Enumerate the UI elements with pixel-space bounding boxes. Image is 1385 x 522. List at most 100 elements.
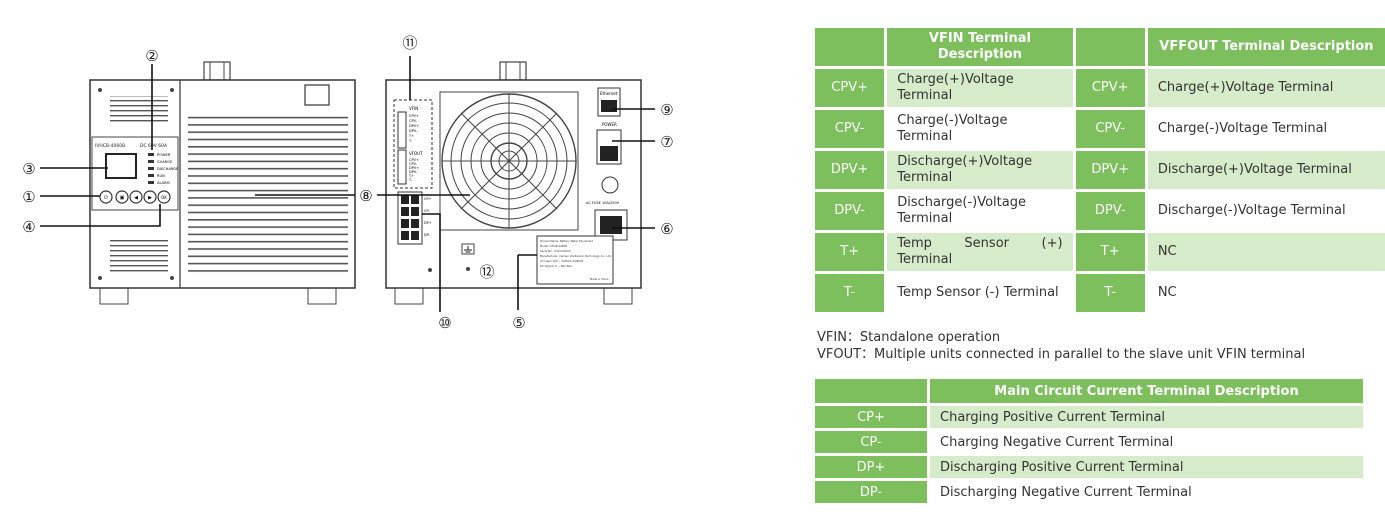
table-row: DP- Discharging Negative Current Termina… — [815, 481, 1363, 503]
display-screen — [105, 153, 137, 179]
front-unit: IVHCB-4060B DC 60V 60A POWER CHARGE DISC… — [89, 61, 356, 305]
right-button-glyph: ▶ — [148, 195, 152, 201]
vfout-pin: DPV+ — [409, 166, 419, 170]
header-blank-cell — [1075, 28, 1145, 66]
front-model-label: IVHCB-4060B — [95, 143, 125, 149]
led-label-run: RUN — [157, 174, 165, 178]
nameplate-line: DC Output: 0 ~ 60V 60A — [540, 264, 572, 268]
vfout-pin: CPV- — [409, 162, 418, 166]
left-button-glyph: ◀ — [134, 195, 138, 201]
callout-8: ⑧ — [359, 187, 372, 205]
vfout-note: VFOUT：Multiple units connected in parall… — [817, 347, 1306, 362]
callout-1: ① — [22, 188, 35, 206]
vfout-desc: Charge(+)Voltage Terminal — [1147, 69, 1385, 107]
callout-11: ⑪ — [402, 34, 417, 52]
main-current-terminals: CP+ CP- DP+ DP- — [397, 191, 432, 245]
vfin-code: T- — [815, 274, 885, 312]
main-desc: Charging Negative Current Terminal — [930, 431, 1363, 453]
vfin-desc: Temp Sensor (-) Terminal — [887, 274, 1073, 312]
vfin-pin: CPV+ — [409, 114, 419, 118]
table-row: CP+ Charging Positive Current Terminal — [815, 406, 1363, 428]
vfin-pin: CPV- — [409, 119, 418, 123]
terminal-label: DP+ — [424, 221, 432, 225]
callout-3: ③ — [22, 160, 35, 178]
vfin-desc: Discharge(-)Voltage Terminal — [887, 192, 1073, 230]
nameplate-line: Serial No.: XXX-XXXXXX — [540, 249, 571, 253]
vfout-pin: T+ — [408, 174, 414, 178]
table-row: CPV+ Charge(+)Voltage Terminal CPV+ Char… — [815, 69, 1385, 107]
nameplate-line: AC Input: 220 ~ 240VAC 50/60Hz — [540, 259, 584, 263]
vfin-desc: Discharge(+)Voltage Terminal — [887, 151, 1073, 189]
vfout-label: VFOUT — [409, 151, 423, 156]
led-label-power: POWER — [157, 153, 171, 157]
callout-6: ⑥ — [660, 220, 673, 238]
vfout-code: DPV- — [1075, 192, 1145, 230]
vfout-code: CPV+ — [1075, 69, 1145, 107]
vfout-pin: CPV+ — [409, 158, 419, 162]
vfin-pins: CPV+ CPV- DPV+ DPV- T+ T- — [397, 111, 419, 149]
side-vents — [188, 115, 348, 273]
vfout-code: T+ — [1075, 233, 1145, 271]
led-label-discharge: DISCHARGE — [157, 167, 179, 171]
nameplate-line: Manufacturer: Xiamen Intellivision Techn… — [540, 254, 612, 258]
table-header-row: Main Circuit Current Terminal Descriptio… — [815, 379, 1363, 403]
table-row: DP+ Discharging Positive Current Termina… — [815, 456, 1363, 478]
vfin-desc: Charge(-)Voltage Terminal — [887, 110, 1073, 148]
main-circuit-table: Main Circuit Current Terminal Descriptio… — [812, 376, 1366, 506]
main-desc: Discharging Positive Current Terminal — [930, 456, 1363, 478]
main-code: DP- — [815, 481, 927, 503]
nameplate — [536, 235, 614, 285]
device-illustration: IVHCB-4060B DC 60V 60A POWER CHARGE DISC… — [22, 34, 673, 332]
callout-7: ⑦ — [660, 133, 673, 151]
led-label-alarm: ALARM — [157, 181, 170, 185]
nameplate-line: Model: IVHCB-4060B — [540, 244, 567, 248]
vfout-code: CPV- — [1075, 110, 1145, 148]
callout-10: ⑩ — [438, 314, 451, 332]
fuse-holder — [601, 176, 619, 194]
callout-12: ⑫ — [479, 263, 494, 281]
main-desc: Charging Positive Current Terminal — [930, 406, 1363, 428]
vfout-pin: DPV- — [409, 170, 418, 174]
vfout-header: VFFOUT Terminal Description — [1147, 28, 1385, 66]
main-code: CP+ — [815, 406, 927, 428]
nameplate-line: Made in China — [590, 277, 609, 281]
header-blank-cell — [815, 379, 927, 403]
vfout-desc: Discharge(+)Voltage Terminal — [1147, 151, 1385, 189]
header-blank-cell — [815, 28, 885, 66]
callout-9: ⑨ — [660, 101, 673, 119]
terminal-label: DP- — [424, 233, 431, 237]
power-switch-label: POWER — [602, 122, 617, 127]
vfin-vfout-table: VFIN Terminal Description VFFOUT Termina… — [812, 25, 1385, 315]
table-row: CPV- Charge(-)Voltage Terminal CPV- Char… — [815, 110, 1385, 148]
vfout-pins: CPV+ CPV- DPV+ DPV- T+ T- — [397, 149, 419, 185]
main-code: DP+ — [815, 456, 927, 478]
vfout-code: T- — [1075, 274, 1145, 312]
leader-lines — [40, 56, 655, 312]
vfout-code: DPV+ — [1075, 151, 1145, 189]
table-row: DPV+ Discharge(+)Voltage Terminal DPV+ D… — [815, 151, 1385, 189]
status-leds: POWER CHARGE DISCHARGE RUN ALARM — [148, 153, 179, 185]
vfout-desc: NC — [1147, 274, 1385, 312]
stop-button-glyph: ▣ — [120, 195, 125, 201]
vfin-desc: Charge(+)Voltage Terminal — [887, 69, 1073, 107]
rear-unit: VFIN VFOUT CPV+ CPV- DPV+ DPV- T+ T- CPV… — [385, 61, 642, 305]
nameplate-line: Product Name: Battery Tester Equipment — [540, 239, 593, 243]
vfin-pin: DPV+ — [409, 124, 419, 128]
vfin-note: VFIN：Standalone operation — [817, 330, 1001, 345]
vfout-pin: T- — [408, 178, 413, 182]
vfin-desc: Temp Sensor (+) Terminal — [887, 233, 1073, 271]
front-buttons: ⏻ ▣ ◀ ▶ OK — [99, 190, 171, 204]
main-code: CP- — [815, 431, 927, 453]
table-row: T+ Temp Sensor (+) Terminal T+ NC — [815, 233, 1385, 271]
callout-2: ② — [145, 47, 158, 65]
terminal-label: CP- — [424, 209, 430, 213]
fuse-label: AC FUSE 10A/250V — [586, 201, 620, 205]
main-desc: Discharging Negative Current Terminal — [930, 481, 1363, 503]
led-label-charge: CHARGE — [157, 160, 173, 164]
vfin-pin: DPV- — [409, 129, 418, 133]
vfin-code: T+ — [815, 233, 885, 271]
front-rating-label: DC 60V 60A — [140, 143, 168, 149]
vfin-code: DPV- — [815, 192, 885, 230]
cooling-fan — [439, 91, 579, 231]
table-header-row: VFIN Terminal Description VFFOUT Termina… — [815, 28, 1385, 66]
